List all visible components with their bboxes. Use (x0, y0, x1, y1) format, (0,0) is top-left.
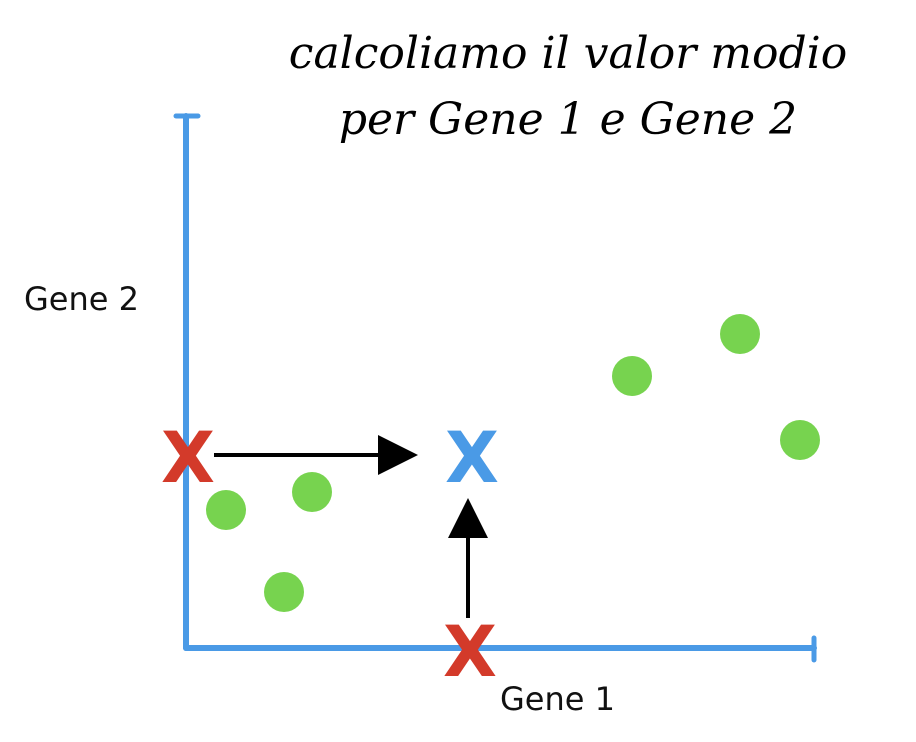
gene2-mean-marker: X (161, 417, 215, 499)
center-mean-marker: X (445, 417, 499, 499)
data-point (292, 472, 332, 512)
data-point (720, 314, 760, 354)
y-axis-label: Gene 2 (24, 280, 139, 318)
title-line-1: calcoliamo il valor modio (288, 28, 848, 79)
x-axis-label: Gene 1 (500, 680, 615, 718)
gene1-mean-marker: X (443, 611, 497, 693)
data-point (780, 420, 820, 460)
data-point (264, 572, 304, 612)
title-line-2: per Gene 1 e Gene 2 (338, 94, 798, 145)
data-point (612, 356, 652, 396)
data-point (206, 490, 246, 530)
